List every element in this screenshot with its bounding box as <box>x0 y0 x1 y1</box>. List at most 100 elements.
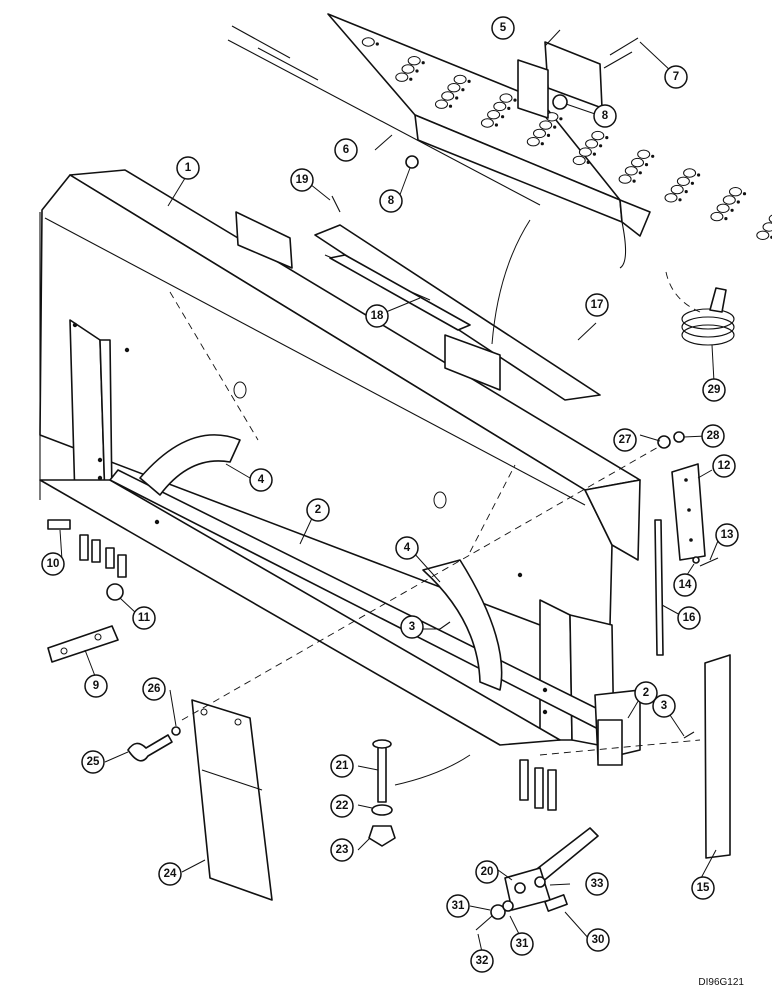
step-plate <box>227 13 772 269</box>
callout-2: 2 <box>306 498 330 522</box>
svg-text:26: 26 <box>148 683 161 695</box>
svg-text:22: 22 <box>336 800 349 812</box>
perforation-hole <box>716 203 730 214</box>
callout-33: 33 <box>585 872 609 896</box>
svg-text:24: 24 <box>164 868 177 880</box>
svg-text:25: 25 <box>87 756 100 768</box>
callout-11: 11 <box>132 606 156 630</box>
svg-text:1: 1 <box>185 162 192 174</box>
callout-21: 21 <box>330 754 354 778</box>
svg-text:8: 8 <box>388 195 395 207</box>
perforation-dot <box>592 152 597 156</box>
perforation-hole <box>572 155 586 166</box>
svg-text:28: 28 <box>707 430 720 442</box>
perforation-hole <box>585 139 599 149</box>
callout-9: 9 <box>84 674 108 698</box>
callout-25: 25 <box>81 750 105 774</box>
svg-text:6: 6 <box>343 144 349 156</box>
perforation-dot <box>559 117 563 121</box>
callout-12: 12 <box>712 454 736 478</box>
drawing-code: DI96G121 <box>698 977 744 988</box>
perforation-dot <box>421 61 425 65</box>
perforation-dot <box>553 125 557 129</box>
perforation-hole <box>447 83 461 93</box>
perforation-hole <box>487 110 501 120</box>
perforation-dot <box>540 142 544 146</box>
perforation-dot <box>742 192 747 196</box>
perforation-hole <box>533 128 546 139</box>
callout-4: 4 <box>249 468 273 492</box>
perforation-hole <box>618 174 632 184</box>
callouts: 1 2 2 3 3 4 4 5 6 7 8 8 9 10 11 12 13 14… <box>41 16 739 973</box>
perforation-dot <box>632 179 636 183</box>
callout-13: 13 <box>715 523 739 547</box>
perforation-dot <box>690 181 695 185</box>
svg-text:21: 21 <box>336 760 349 772</box>
leaders <box>59 29 721 953</box>
svg-text:7: 7 <box>673 71 679 83</box>
perforation-hole <box>493 101 507 112</box>
perforation-hole <box>435 99 448 109</box>
perforation-hole <box>722 195 736 205</box>
svg-text:4: 4 <box>258 474 265 486</box>
perforation-dot <box>736 200 740 204</box>
svg-text:30: 30 <box>592 934 605 946</box>
svg-text:23: 23 <box>336 844 349 856</box>
callout-15: 15 <box>691 876 715 900</box>
perforation-hole <box>591 130 605 141</box>
fasteners <box>47 37 735 931</box>
callout-31: 31 <box>510 932 534 956</box>
perforation-hole <box>756 230 770 241</box>
perforation-dot <box>651 154 655 158</box>
perforation-dot <box>599 144 603 148</box>
perforation-hole <box>670 184 684 195</box>
perforation-hole <box>631 157 644 168</box>
perforation-dot <box>724 217 728 221</box>
callout-2: 2 <box>634 681 658 705</box>
perforation-hole <box>664 193 678 203</box>
svg-text:2: 2 <box>643 687 649 699</box>
svg-text:3: 3 <box>409 621 415 633</box>
perforation-hole <box>361 37 375 47</box>
svg-text:8: 8 <box>602 110 609 122</box>
perforation-hole <box>526 137 540 147</box>
svg-text:4: 4 <box>404 542 411 554</box>
callout-30: 30 <box>586 928 610 952</box>
perforation-hole <box>395 72 409 82</box>
svg-text:11: 11 <box>138 612 151 624</box>
callout-4: 4 <box>395 536 419 560</box>
callout-3: 3 <box>400 615 424 639</box>
perforation-hole <box>729 187 742 197</box>
perforation-dot <box>501 115 505 119</box>
svg-text:31: 31 <box>516 938 529 950</box>
svg-text:33: 33 <box>591 878 604 890</box>
perforation-hole <box>624 166 638 176</box>
svg-text:14: 14 <box>679 579 692 591</box>
svg-text:15: 15 <box>697 882 710 894</box>
perforation-dot <box>467 79 471 83</box>
perforation-dot <box>644 163 649 167</box>
perforation-dot <box>546 133 551 137</box>
svg-text:13: 13 <box>721 529 734 541</box>
callout-23: 23 <box>330 838 354 862</box>
callout-5: 5 <box>491 16 515 40</box>
callout-31: 31 <box>446 894 470 918</box>
callout-17: 17 <box>585 293 609 317</box>
callout-29: 29 <box>702 378 726 402</box>
svg-text:17: 17 <box>591 299 604 311</box>
perforation-dot <box>605 136 609 140</box>
perforation-dot <box>507 106 511 110</box>
svg-text:19: 19 <box>296 174 309 186</box>
perforation-dot <box>461 88 465 92</box>
perforation-dot <box>586 160 590 164</box>
perforation-dot <box>494 123 498 127</box>
svg-text:27: 27 <box>619 434 632 446</box>
callout-26: 26 <box>142 677 166 701</box>
perforation-hole <box>683 168 697 178</box>
perforations <box>361 37 772 241</box>
perforation-dot <box>697 173 701 177</box>
perforation-dot <box>638 171 642 175</box>
svg-text:16: 16 <box>683 612 696 624</box>
callout-22: 22 <box>330 794 354 818</box>
